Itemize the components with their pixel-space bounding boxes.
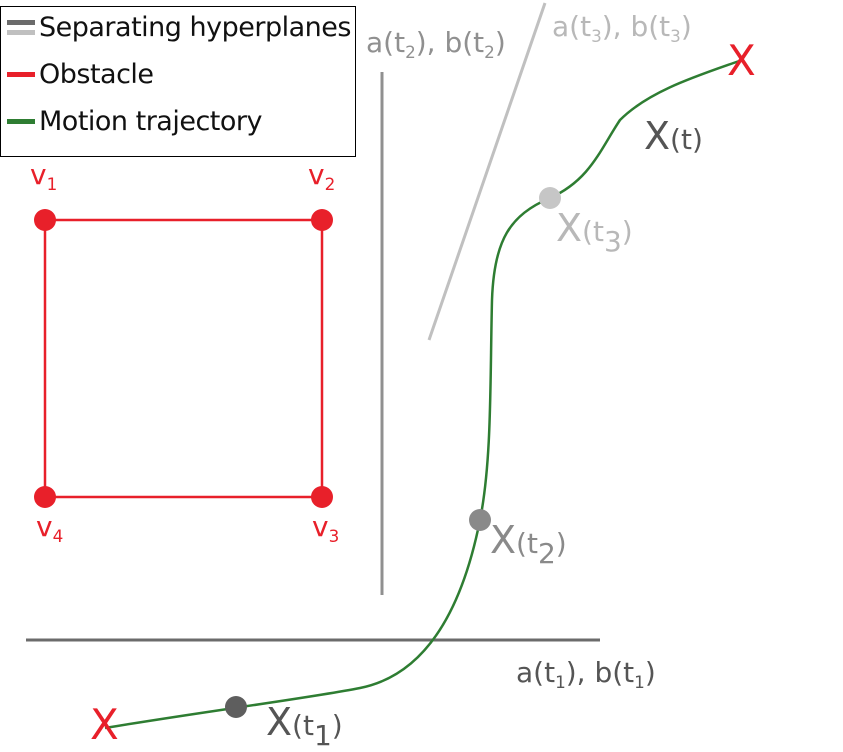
trajectory-x-t1-label: X(t1): [266, 700, 343, 752]
legend-item-obstacle: Obstacle: [7, 59, 154, 90]
trajectory-x-t-label: X(t): [644, 114, 703, 158]
legend-hyperplanes-label: Separating hyperplanes: [39, 12, 351, 43]
legend-item-trajectory: Motion trajectory: [7, 106, 263, 137]
vertex-v3-label: v3: [312, 510, 340, 546]
vertex-v1-marker: [34, 209, 56, 231]
vertex-v2-marker: [311, 209, 333, 231]
legend-obstacle-label: Obstacle: [39, 59, 154, 90]
hyperplane-t1-label: a(t1), b(t1): [516, 656, 656, 692]
trajectory-point-t2: [469, 509, 491, 531]
obstacle-swatch: [7, 72, 35, 77]
vertex-v4-label: v4: [36, 510, 64, 546]
legend: Separating hyperplanes Obstacle Motion t…: [0, 6, 356, 157]
hyperplanes-swatch: [7, 20, 35, 35]
start-marker: X: [90, 700, 119, 749]
trajectory-point-t3: [539, 187, 561, 209]
trajectory-x-t2-label: X(t2): [490, 518, 567, 570]
vertex-v2-label: v2: [308, 158, 336, 194]
trajectory-point-t1: [225, 696, 247, 718]
legend-item-hyperplanes: Separating hyperplanes: [7, 12, 351, 43]
motion-trajectory: [104, 58, 743, 730]
vertex-v1-label: v1: [30, 158, 58, 194]
trajectory-swatch: [7, 119, 35, 124]
goal-marker: X: [727, 36, 756, 85]
vertex-v4-marker: [34, 486, 56, 508]
legend-trajectory-label: Motion trajectory: [39, 106, 263, 137]
hyperplane-t3: [427, 2, 547, 341]
trajectory-x-t3-label: X(t3): [556, 206, 633, 258]
hyperplane-t2-label: a(t2), b(t2): [366, 26, 506, 62]
hyperplane-t3-label: a(t3), b(t3): [552, 10, 692, 46]
obstacle-square: [43, 218, 324, 499]
vertex-v3-marker: [311, 486, 333, 508]
